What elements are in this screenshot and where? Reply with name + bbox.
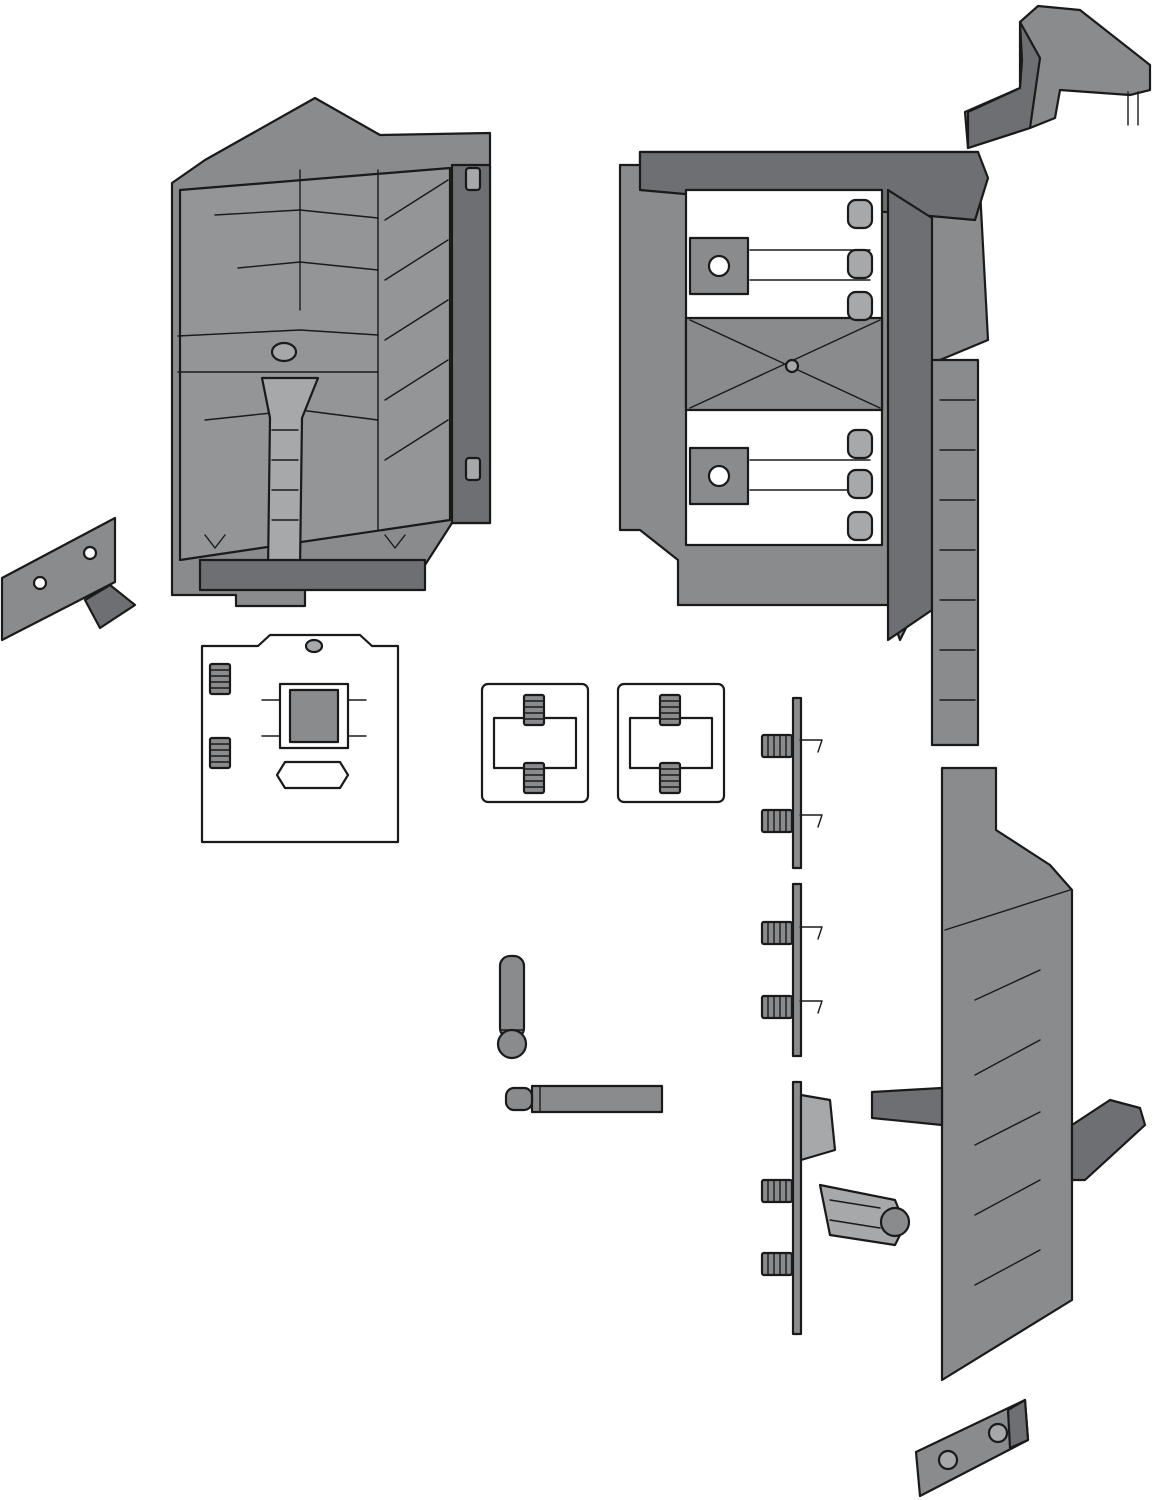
dowel-rail-with-hinge xyxy=(760,1080,911,1336)
left-angle-bracket xyxy=(0,516,137,642)
clip-connector-b xyxy=(616,682,726,804)
dowel-rail-upper xyxy=(760,696,823,870)
vertical-pin xyxy=(496,954,528,1060)
side-panel xyxy=(870,766,1147,1382)
horizontal-pin xyxy=(504,1084,664,1114)
top-right-corner-cap xyxy=(963,4,1152,150)
right-corner-housing xyxy=(618,150,990,747)
dowel-rail-middle xyxy=(760,882,823,1058)
mounting-plate-with-dowels xyxy=(200,633,400,844)
bottom-right-bracket xyxy=(914,1398,1030,1498)
left-corner-housing xyxy=(170,96,492,608)
clip-connector-a xyxy=(480,682,590,804)
